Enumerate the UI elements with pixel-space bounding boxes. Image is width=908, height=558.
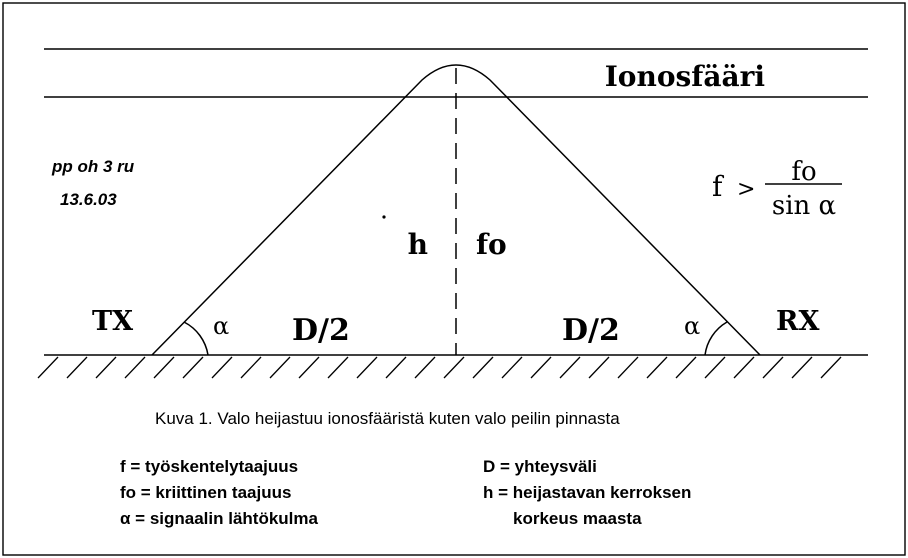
legend-left-2: fo = kriittinen taajuus xyxy=(120,483,291,502)
ground-hatch-stroke xyxy=(385,356,407,379)
ground-hatch-stroke xyxy=(820,356,842,379)
ground-hatch-stroke xyxy=(617,356,639,379)
formula-operator: > xyxy=(737,177,755,202)
handwritten-note-line-2: 13.6.03 xyxy=(60,190,117,209)
angle-arc-left xyxy=(183,321,209,356)
half-distance-right-label: D/2 xyxy=(562,313,620,348)
figure-caption: Kuva 1. Valo heijastuu ionosfääristä kut… xyxy=(155,409,620,428)
ground-hatch-stroke xyxy=(37,356,59,379)
ground-hatch-stroke xyxy=(240,356,262,379)
formula-lhs: f xyxy=(712,170,725,203)
ground-hatch-stroke xyxy=(501,356,523,379)
ground-hatching xyxy=(37,356,842,379)
legend-right-2: h = heijastavan kerroksen xyxy=(483,483,691,502)
tx-label: TX xyxy=(92,306,133,337)
ground-hatch-stroke xyxy=(211,356,233,379)
ground-hatch-stroke xyxy=(791,356,813,379)
ground-hatch-stroke xyxy=(414,356,436,379)
ground-hatch-stroke xyxy=(269,356,291,379)
ground-hatch-stroke xyxy=(646,356,668,379)
ground-hatch-stroke xyxy=(298,356,320,379)
stray-dot xyxy=(382,215,386,219)
ground-hatch-stroke xyxy=(443,356,465,379)
ground-hatch-stroke xyxy=(327,356,349,379)
critical-frequency-label: fo xyxy=(476,228,507,261)
ground-hatch-stroke xyxy=(124,356,146,379)
ionosphere-label: Ionosfääri xyxy=(605,60,765,93)
ground-hatch-stroke xyxy=(153,356,175,379)
ground-hatch-stroke xyxy=(472,356,494,379)
legend-right-3: korkeus maasta xyxy=(513,509,642,528)
signal-ray-path xyxy=(151,64,761,356)
ground-hatch-stroke xyxy=(182,356,204,379)
legend-right-1: D = yhteysväli xyxy=(483,457,597,476)
half-distance-left-label: D/2 xyxy=(292,313,350,348)
ground-hatch-stroke xyxy=(356,356,378,379)
ground-hatch-stroke xyxy=(559,356,581,379)
angle-right-label: α xyxy=(684,312,700,340)
formula-denominator: sin α xyxy=(772,191,836,221)
ground-hatch-stroke xyxy=(675,356,697,379)
ground-hatch-stroke xyxy=(588,356,610,379)
formula-numerator: fo xyxy=(791,157,816,187)
rx-label: RX xyxy=(776,306,819,337)
ground-hatch-stroke xyxy=(530,356,552,379)
ground-hatch-stroke xyxy=(704,356,726,379)
height-label: h xyxy=(408,228,428,261)
ground-hatch-stroke xyxy=(66,356,88,379)
ground-hatch-stroke xyxy=(733,356,755,379)
legend-left-3: α = signaalin lähtökulma xyxy=(120,509,319,528)
ground-hatch-stroke xyxy=(95,356,117,379)
handwritten-note-line-1: pp oh 3 ru xyxy=(51,157,135,176)
angle-left-label: α xyxy=(213,312,229,340)
angle-arc-right xyxy=(704,321,728,356)
legend-left-1: f = työskentelytaajuus xyxy=(120,457,298,476)
ground-hatch-stroke xyxy=(762,356,784,379)
